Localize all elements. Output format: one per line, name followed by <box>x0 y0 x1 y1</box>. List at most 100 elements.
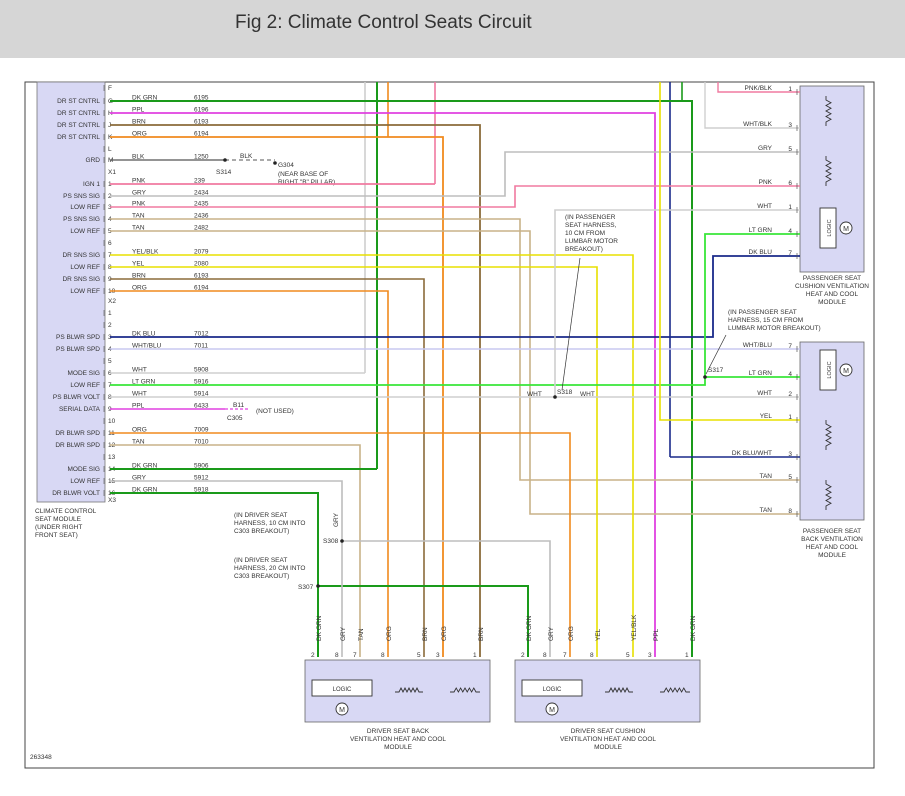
ccm-pin-name: PS BLWR VOLT <box>53 394 100 401</box>
ccm-pin-number: L <box>108 146 112 153</box>
ccm-pin-name: SERIAL DATA <box>59 406 101 413</box>
dr-cushion-label: VENTILATION HEAT AND COOL <box>560 736 656 743</box>
wire-color-label: ORG <box>132 131 147 138</box>
splice-label: S317 <box>708 367 724 374</box>
dr-cushion-pin-color: DK GRN <box>526 615 533 641</box>
ground-note: RIGHT "B" PILLAR) <box>278 179 335 186</box>
splice-label: S318 <box>557 389 573 396</box>
splice-note: HARNESS, 15 CM FROM <box>728 317 803 324</box>
wire-color-label: WHT <box>132 367 147 374</box>
wire-color-label: WHT/BLU <box>132 343 162 350</box>
dr-back-lumbar-heater <box>450 687 480 693</box>
splice-note: LUMBAR MOTOR <box>565 238 618 245</box>
leader-line <box>561 257 581 391</box>
ccm-pin-name: MODE SIG <box>67 466 100 473</box>
dr-back-pin-color: BRN <box>422 627 429 641</box>
wire-orn-6194b <box>110 290 389 657</box>
ccm-pin-name: PS SNS SIG <box>63 193 100 200</box>
ps-back-pin-number: 1 <box>788 414 792 421</box>
connector-label: C305 <box>227 415 243 422</box>
wire-color-label: PNK <box>132 201 146 208</box>
wire-brn-6193 <box>110 124 481 657</box>
dr-cushion-pin-number: 8 <box>590 652 594 659</box>
dr-cushion-pin-number: 2 <box>521 652 525 659</box>
dr-back-pin-number: 7 <box>353 652 357 659</box>
dr-back-pin-number: 3 <box>436 652 440 659</box>
connector-label: X3 <box>108 497 116 504</box>
ps-back-pin-number: 2 <box>788 391 792 398</box>
dr-cushion-pin-number: 1 <box>685 652 689 659</box>
ps-back-pin-number: 5 <box>788 474 792 481</box>
connector-label: X1 <box>108 169 116 176</box>
ccm-pin-name: MODE SIG <box>67 370 100 377</box>
ccm-pin-number: 10 <box>108 418 116 425</box>
diagram-frame <box>24 81 875 769</box>
title-bar: Fig 2: Climate Control Seats Circuit <box>0 0 905 58</box>
wire-gry-2434 <box>110 151 800 197</box>
dr-back-pin-number: 8 <box>381 652 385 659</box>
ccm-pin-number: 6 <box>108 240 112 247</box>
ps-cushion-pin-color: WHT/BLK <box>743 121 773 128</box>
wire-color-label: ORG <box>132 427 147 434</box>
ps-cushion-pin-color: LT GRN <box>749 227 773 234</box>
ps-back-pin-color: YEL <box>760 413 773 420</box>
dr-cushion-lumbar-heater <box>660 687 690 693</box>
splice-note: HARNESS, 20 CM INTO <box>234 565 305 572</box>
ccm-pin-name: LOW REF <box>70 228 100 235</box>
ground-point <box>273 161 277 165</box>
wire-lt-grn-5916 <box>110 233 800 386</box>
circuit-number: 239 <box>194 178 205 185</box>
ps-cushion-pin-color: GRY <box>758 145 773 152</box>
circuit-number: 5906 <box>194 463 209 470</box>
circuit-number: 5918 <box>194 487 209 494</box>
splice-note: HARNESS, 10 CM INTO <box>234 520 305 527</box>
motor-icon-label: M <box>843 226 849 233</box>
wire-color-label: PPL <box>132 403 145 410</box>
wire-wht-ps-cushion <box>554 209 800 397</box>
wire-color-label: PPL <box>132 107 145 114</box>
wire-color-label: GRY <box>132 475 147 482</box>
dr-back-pin-color: GRY <box>340 626 347 641</box>
dr-cushion-pin-number: 7 <box>563 652 567 659</box>
ccm-pin-name: DR ST CNTRL <box>57 98 100 105</box>
circuit-number: 2436 <box>194 213 209 220</box>
ccm-pin-name: DR BLWR SPD <box>55 442 100 449</box>
splice-label: S307 <box>298 584 314 591</box>
splice-note: (IN PASSENGER SEAT <box>728 309 797 316</box>
ccm-pin-name: LOW REF <box>70 382 100 389</box>
wire-color-label: TAN <box>132 439 145 446</box>
dr-back-pin-number: 1 <box>473 652 477 659</box>
dr-cushion-pin-number: 3 <box>648 652 652 659</box>
ps-cushion-label: HEAT AND COOL <box>806 291 859 298</box>
circuit-number: 2435 <box>194 201 209 208</box>
splice-s308 <box>340 539 344 543</box>
wire-pnk-2435 <box>110 185 800 208</box>
figure-title: Fig 2: Climate Control Seats Circuit <box>235 12 532 33</box>
circuit-number: 6194 <box>194 131 209 138</box>
splice-s317 <box>703 375 707 379</box>
dr-back-pin-color: TAN <box>358 628 365 641</box>
ccm-pin-name: GRD <box>86 157 101 164</box>
ps-cushion-pin-number: 1 <box>788 86 792 93</box>
motor-icon-label: M <box>339 707 345 714</box>
wire-color-label: DK GRN <box>132 463 158 470</box>
splice-note: BREAKOUT) <box>565 246 603 253</box>
wire-color-label: WHT <box>132 391 147 398</box>
wire-ppl-6196 <box>110 112 656 657</box>
ps-back-pin-number: 8 <box>788 508 792 515</box>
ps-cushion-pin-color: PNK <box>759 179 773 186</box>
ccm-pin-name: DR ST CNTRL <box>57 122 100 129</box>
splice-s307 <box>316 584 320 588</box>
ps-back-pin-color: TAN <box>759 507 772 514</box>
circuit-number: 7009 <box>194 427 209 434</box>
ps-cushion-pin-number: 4 <box>788 228 792 235</box>
wire-color-label: YEL <box>132 261 145 268</box>
ps-back-pin-number: 3 <box>788 451 792 458</box>
ps-back-label: PASSENGER SEAT <box>803 528 861 535</box>
ccm-pin-name: DR BLWR SPD <box>55 430 100 437</box>
ccm-pin-name: LOW REF <box>70 264 100 271</box>
wire-color-label: TAN <box>132 213 145 220</box>
leader-line <box>705 334 727 375</box>
dr-cushion-label: DRIVER SEAT CUSHION <box>571 728 646 735</box>
